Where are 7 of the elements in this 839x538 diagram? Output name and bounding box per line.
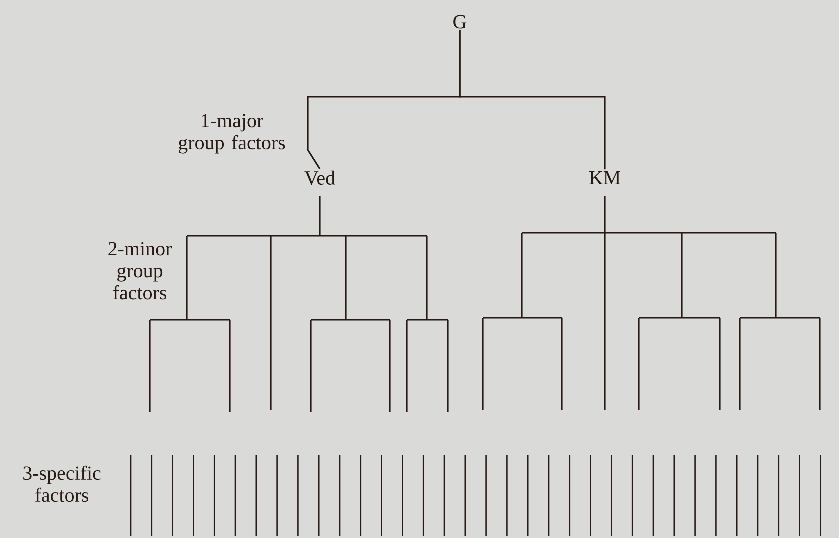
node-label: KM bbox=[589, 171, 621, 185]
tree-line bbox=[459, 30, 606, 170]
level-label: 2-minor group factors bbox=[108, 242, 172, 300]
level-label: 1-major group factors bbox=[179, 114, 286, 154]
level-label: 3-specific factors bbox=[24, 466, 101, 502]
node-label: G bbox=[454, 15, 467, 29]
node-label: Ved bbox=[304, 170, 336, 186]
